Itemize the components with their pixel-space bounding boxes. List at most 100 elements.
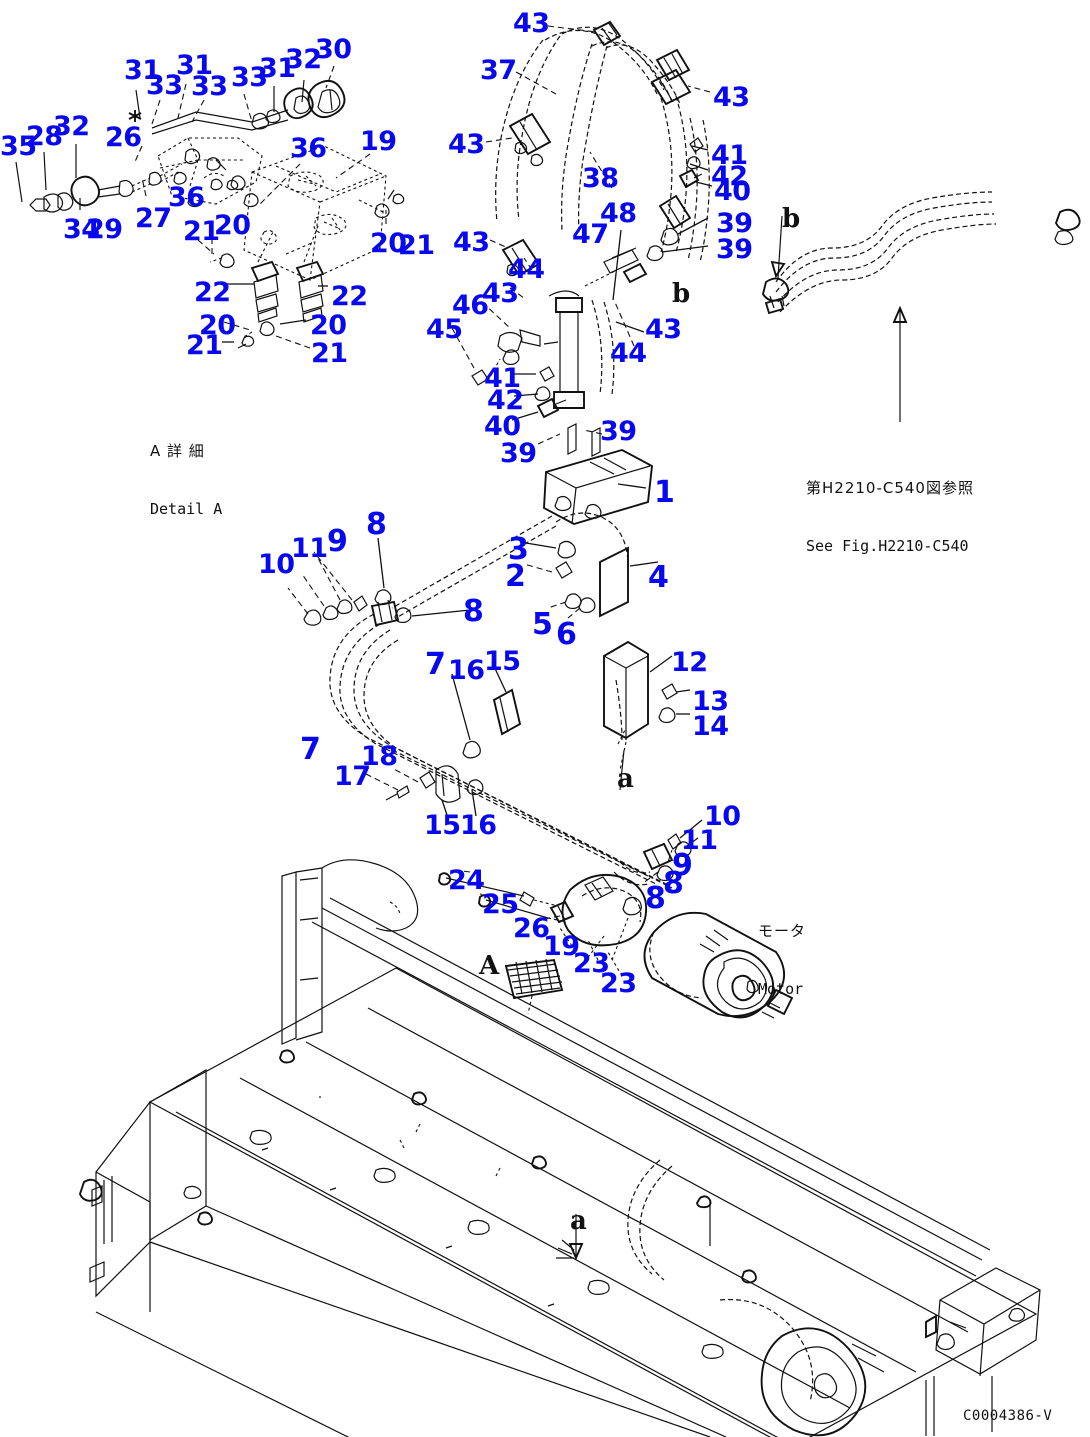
callout-number: 39 [600,416,637,447]
callout-number: 33 [231,62,268,93]
callout-number: 40 [714,176,751,207]
clamp-43-upper-right [657,50,689,80]
callout-number: 22 [331,281,368,312]
callout-number: 4 [648,560,669,595]
callout-number: 8 [366,507,387,542]
callout-number: 32 [53,111,90,142]
callout-number: 8 [645,881,666,916]
callout-number: 20 [370,228,407,259]
callout-number: 5 [532,607,553,642]
callout-number: 11 [681,825,718,856]
callout-number: 39 [716,234,753,265]
callout-number: 2 [505,559,526,594]
callout-number: 43 [482,278,519,309]
callout-number: 10 [704,801,741,832]
callout-number: 21 [311,338,348,369]
callout-number: 44 [610,338,647,369]
clamp-43-lower-right [660,196,690,228]
detail-a-note-jp: A 詳 細 [150,442,205,461]
callout-number: 1 [654,475,675,510]
callout-number: 39 [500,438,537,469]
callout-number: 42 [711,161,748,192]
reference-marker-b: b [672,279,691,309]
callout-number: 10 [258,549,295,580]
motor-label-en: Motor [758,979,804,998]
callout-number: 7 [300,732,321,767]
see-fig-note: 第H2210-C540図参照 See Fig.H2210-C540 [806,441,974,595]
reference-marker-A: A [479,951,500,981]
callout-number: 7 [425,647,446,682]
callout-number: 35 [0,131,37,162]
callout-number: 13 [692,686,729,717]
callout-number: 30 [315,34,352,65]
callout-number: 27 [135,203,172,234]
callout-number: 3 [508,532,529,567]
see-fig-note-en: See Fig.H2210-C540 [806,536,969,555]
callout-number: 45 [426,314,463,345]
callout-number: 34 [63,214,100,245]
callout-number: 21 [398,230,435,261]
callout-number: 14 [692,711,729,742]
callout-number: 33 [146,70,183,101]
callout-number: 43 [645,314,682,345]
callout-number: 36 [290,133,327,164]
callout-number: 33 [191,71,228,102]
callout-number: 18 [361,741,398,772]
callout-number: 20 [310,310,347,341]
reference-marker-b: b [782,204,801,234]
callout-number: 31 [176,50,213,81]
callout-number: 15 [424,810,461,841]
callout-number: 19 [543,931,580,962]
callout-number: 24 [448,865,485,896]
motor-label-jp: モータ [758,922,807,941]
reference-marker-a: a [570,1206,587,1236]
clamp-43-right [652,70,690,104]
see-fig-note-jp: 第H2210-C540図参照 [806,479,974,498]
callout-number: 31 [124,55,161,86]
callout-number: 43 [448,129,485,160]
callout-number: 9 [327,524,348,559]
callout-number: 16 [448,655,485,686]
callout-number: 41 [484,363,521,394]
callout-number: 15 [484,646,521,677]
callout-number: 23 [600,968,637,999]
callout-number: 41 [711,140,748,171]
callout-number: 20 [199,310,236,341]
callout-number: 21 [186,330,223,361]
callout-number: 43 [453,227,490,258]
callout-number: 29 [86,214,123,245]
callout-number: 8 [463,594,484,629]
callout-number: 43 [513,8,550,39]
callout-number: 12 [671,647,708,678]
detail-a-note: A 詳 細 Detail A [150,404,222,558]
callout-number: 31 [259,53,296,84]
callout-number: 42 [487,385,524,416]
drawing-number: C0004386-V [963,1408,1053,1424]
callout-number: 44 [508,254,545,285]
clamp-43-left [510,114,550,166]
callout-number: 38 [582,163,619,194]
callout-number: 48 [600,198,637,229]
callout-number: 26 [105,122,142,153]
motor-label: モータ Motor [758,884,806,1038]
callout-number: 28 [26,121,63,152]
callout-number: 17 [334,761,371,792]
clamp-43-top [594,22,620,45]
callout-number: 37 [480,55,517,86]
callout-number: 21 [183,216,220,247]
callout-number: 16 [460,810,497,841]
callout-number: 39 [716,208,753,239]
callout-number: 36 [168,182,205,213]
callout-number: 11 [291,533,328,564]
callout-number: 32 [285,44,322,75]
callout-number: 9 [672,848,693,883]
callout-number: 6 [556,617,577,652]
callout-number: 40 [484,411,521,442]
reference-marker-a: a [617,764,634,794]
callout-number: 22 [194,277,231,308]
callout-number: 20 [214,210,251,241]
callout-number: 8 [663,866,684,901]
callout-number: 25 [482,889,519,920]
detail-a-note-en: Detail A [150,499,223,518]
